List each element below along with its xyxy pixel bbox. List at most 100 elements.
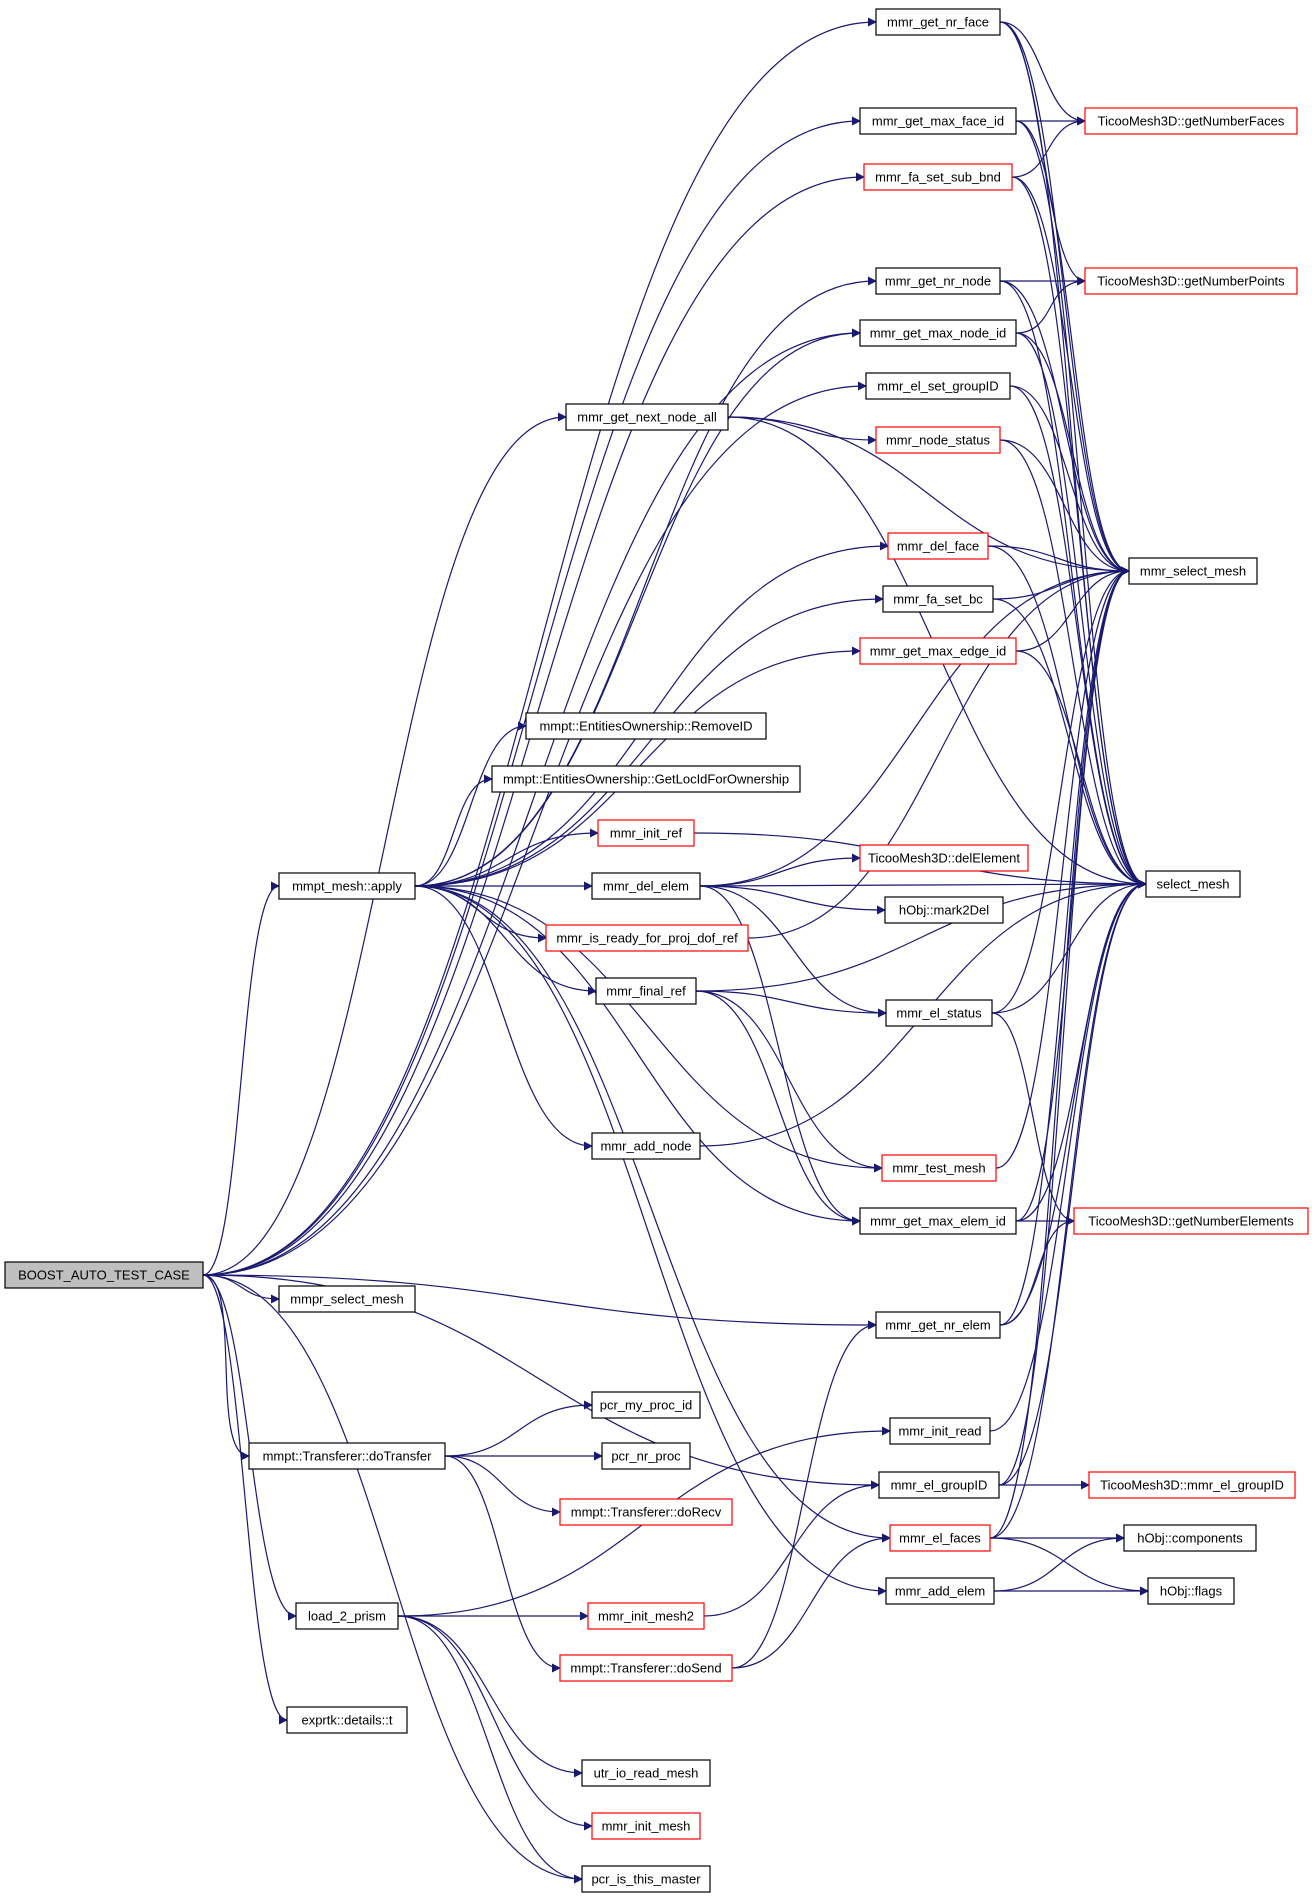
edge-mmpt_mesh_apply-to-mmr_add_node (414, 885, 593, 1151)
node-dorecv[interactable]: mmpt::Transferer::doRecv (559, 1498, 733, 1526)
node-pcr-nr-proc[interactable]: pcr_nr_proc (601, 1442, 691, 1470)
edge-mmr_get_max_node_id-to-select_mesh (1015, 332, 1147, 889)
node-mmr-get-next-node-all[interactable]: mmr_get_next_node_all (565, 403, 729, 431)
node-mmr-test-mesh[interactable]: mmr_test_mesh (881, 1154, 997, 1182)
node-mmr-get-max-face-id[interactable]: mmr_get_max_face_id (859, 107, 1017, 135)
node-getnumberfaces[interactable]: TicooMesh3D::getNumberFaces (1084, 107, 1298, 135)
node-dosend[interactable]: mmpt::Transferer::doSend (559, 1654, 733, 1682)
node-mmr-node-status[interactable]: mmr_node_status (875, 426, 1001, 454)
node-mmr-select-mesh[interactable]: mmr_select_mesh (1128, 557, 1258, 585)
edge-doTransfer-to-pcr_my_proc_id (444, 1400, 593, 1457)
node-mmr-get-nr-node[interactable]: mmr_get_nr_node (875, 267, 1001, 295)
edge-mmr_add_elem-to-components (993, 1533, 1125, 1592)
node-tc-mmr-el-groupid[interactable]: TicooMesh3D::mmr_el_groupID (1088, 1471, 1296, 1499)
node-mmr-el-status[interactable]: mmr_el_status (885, 999, 993, 1027)
node-load-2-prism[interactable]: load_2_prism (295, 1602, 399, 1630)
node-label: mmr_get_next_node_all (577, 410, 717, 425)
node-label: mmr_init_ref (610, 826, 683, 841)
edge-mmpt_mesh_apply-to-mmr_get_nr_node (414, 276, 877, 887)
node-getnumberpoints[interactable]: TicooMesh3D::getNumberPoints (1084, 267, 1298, 295)
node-box (1145, 870, 1241, 898)
node-mmr-final-ref[interactable]: mmr_final_ref (595, 977, 697, 1005)
node-mmr-add-elem[interactable]: mmr_add_elem (885, 1577, 995, 1605)
node-mmr-get-max-elem-id[interactable]: mmr_get_max_elem_id (859, 1207, 1017, 1235)
node-getnumberelements[interactable]: TicooMesh3D::getNumberElements (1073, 1207, 1309, 1235)
node-label: pcr_my_proc_id (600, 1398, 693, 1413)
node-mmr-init-mesh2[interactable]: mmr_init_mesh2 (587, 1602, 705, 1630)
node-label: mmr_node_status (886, 433, 991, 448)
node-mmr-get-nr-elem[interactable]: mmr_get_nr_elem (875, 1311, 1001, 1339)
node-box (878, 1471, 1000, 1499)
node-mmr-del-face[interactable]: mmr_del_face (887, 532, 989, 560)
node-root[interactable]: BOOST_AUTO_TEST_CASE (4, 1261, 204, 1289)
node-label: mmr_get_max_node_id (870, 326, 1007, 341)
node-mmr-add-node[interactable]: mmr_add_node (591, 1132, 701, 1160)
edge-mmr_get_nr_elem-to-getNumberElements (999, 1216, 1075, 1326)
node-mmr-is-ready[interactable]: mmr_is_ready_for_proj_dof_ref (545, 924, 749, 952)
node-mmr-init-mesh[interactable]: mmr_init_mesh (591, 1812, 701, 1840)
edge-mmr_el_set_groupID-to-mmr_select_mesh (1009, 385, 1130, 576)
node-mmr-get-nr-face[interactable]: mmr_get_nr_face (875, 8, 1001, 36)
node-box (545, 924, 749, 952)
node-box (491, 765, 801, 793)
node-mmr-el-groupid[interactable]: mmr_el_groupID (878, 1471, 1000, 1499)
node-delelement[interactable]: TicooMesh3D::delElement (859, 844, 1029, 872)
node-label: TicooMesh3D::delElement (868, 851, 1020, 866)
node-label: mmr_get_max_face_id (872, 114, 1004, 129)
node-mark2del[interactable]: hObj::mark2Del (884, 896, 1004, 924)
node-mmr-fa-set-sub-bnd[interactable]: mmr_fa_set_sub_bnd (863, 163, 1013, 191)
node-mmr-el-faces[interactable]: mmr_el_faces (889, 1524, 991, 1552)
node-removeid[interactable]: mmpt::EntitiesOwnership::RemoveID (525, 712, 767, 740)
call-nodes: BOOST_AUTO_TEST_CASE mmr_get_nr_face mmr_g… (4, 8, 1309, 1893)
node-label: mmr_fa_set_bc (893, 592, 983, 607)
node-label: mmpt::Transferer::doRecv (571, 1505, 722, 1520)
node-box (581, 1865, 711, 1893)
node-box (591, 1391, 701, 1419)
node-label: mmr_final_ref (606, 984, 686, 999)
node-dotransfer[interactable]: mmpt::Transferer::doTransfer (248, 1442, 446, 1470)
node-mmr-el-set-groupid[interactable]: mmr_el_set_groupID (865, 372, 1011, 400)
node-label: TicooMesh3D::mmr_el_groupID (1100, 1478, 1284, 1493)
edge-root-to-mmpt_mesh_apply (202, 881, 280, 1276)
node-label: mmr_is_ready_for_proj_dof_ref (556, 931, 738, 946)
edge-mmr_fa_set_sub_bnd-to-mmr_select_mesh (1011, 176, 1130, 576)
edge-mmr_final_ref-to-mmr_get_max_elem_id (695, 990, 861, 1226)
edge-mmr_del_face-to-mmr_select_mesh (987, 545, 1130, 576)
node-mmr-del-elem[interactable]: mmr_del_elem (591, 872, 701, 900)
node-components[interactable]: hObj::components (1123, 1524, 1257, 1552)
node-label: mmr_del_elem (603, 879, 689, 894)
node-mmr-get-max-node-id[interactable]: mmr_get_max_node_id (859, 319, 1017, 347)
edge-mmr_get_nr_face-to-getNumberFaces (999, 21, 1086, 126)
node-box (587, 1602, 705, 1630)
node-flags[interactable]: hObj::flags (1147, 1577, 1235, 1605)
edge-mmr_del_elem-to-select_mesh (699, 879, 1147, 889)
node-getlocidforownership[interactable]: mmpt::EntitiesOwnership::GetLocIdForOwne… (491, 765, 801, 793)
node-box (1088, 1471, 1296, 1499)
node-label: pcr_is_this_master (591, 1872, 701, 1887)
node-box (295, 1602, 399, 1630)
node-label: mmpt::Transferer::doSend (570, 1661, 721, 1676)
node-box (1147, 1577, 1235, 1605)
node-label: TicooMesh3D::getNumberFaces (1098, 114, 1285, 129)
edge-mmr_get_max_node_id-to-getNumberPoints (1015, 276, 1086, 334)
node-select-mesh[interactable]: select_mesh (1145, 870, 1241, 898)
node-box (859, 107, 1017, 135)
node-pcr-my-proc-id[interactable]: pcr_my_proc_id (591, 1391, 701, 1419)
node-pcr-is-this-master[interactable]: pcr_is_this_master (581, 1865, 711, 1893)
edge-mmr_init_mesh2-to-mmr_el_groupID (703, 1480, 880, 1617)
node-exprtk-t[interactable]: exprtk::details::t (286, 1706, 408, 1734)
node-label: mmr_el_set_groupID (877, 379, 998, 394)
node-mmr-fa-set-bc[interactable]: mmr_fa_set_bc (882, 585, 994, 613)
edge-mmr_del_elem-to-mmr_get_max_elem_id (699, 885, 861, 1226)
node-label: mmr_del_face (897, 539, 979, 554)
node-label: mmpr_select_mesh (290, 1292, 403, 1307)
node-mmr-get-max-edge-id[interactable]: mmr_get_max_edge_id (859, 637, 1017, 665)
node-utr-io-read-mesh[interactable]: utr_io_read_mesh (581, 1759, 711, 1787)
node-mmpt-mesh-apply[interactable]: mmpt_mesh::apply (278, 872, 416, 900)
node-mmr-init-read[interactable]: mmr_init_read (889, 1417, 991, 1445)
edge-mmpt_mesh_apply-to-mmr_init_ref (414, 828, 599, 887)
node-mmpr-select-mesh[interactable]: mmpr_select_mesh (278, 1285, 416, 1313)
node-label: hObj::components (1137, 1531, 1243, 1546)
node-label: select_mesh (1157, 877, 1230, 892)
node-mmr-init-ref[interactable]: mmr_init_ref (597, 819, 695, 847)
